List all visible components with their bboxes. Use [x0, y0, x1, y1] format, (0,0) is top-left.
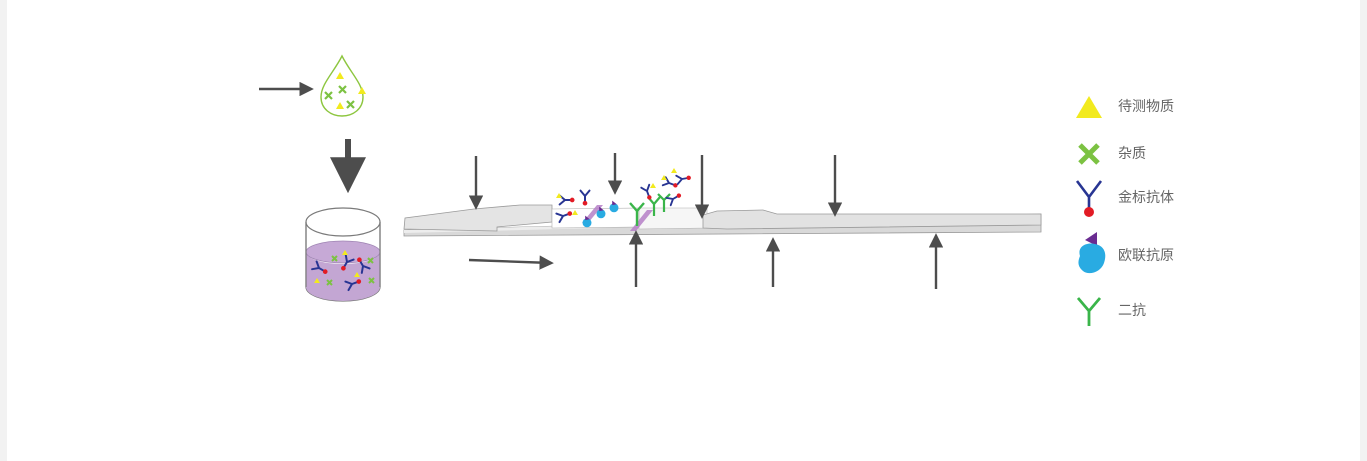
conjugate-particles	[555, 189, 619, 228]
legend-label-gold-antibody: 金标抗体	[1118, 190, 1174, 206]
test-strip	[403, 204, 1042, 237]
capture-antibodies	[629, 168, 693, 226]
yellow-triangle-icon	[1076, 96, 1102, 118]
secondary-antibody-icon	[1076, 297, 1102, 326]
legend-label-conjugate-antigen: 欧联抗原	[1118, 248, 1174, 264]
reaction-cup	[305, 207, 381, 302]
lateral-flow-assay-diagram	[259, 54, 1106, 326]
gold-labeled-antibody-icon	[1075, 180, 1103, 217]
diagram-canvas: 待测物质 杂质 金标抗体 欧联抗原 二抗	[7, 0, 1360, 461]
strip-arrows	[468, 153, 944, 289]
conjugated-antigen-icon	[1078, 232, 1106, 274]
legend	[1075, 96, 1106, 326]
sample-drop	[320, 54, 366, 117]
legend-label-target: 待测物质	[1118, 99, 1174, 115]
green-cross-icon	[1078, 143, 1100, 165]
legend-label-impurity: 杂质	[1118, 146, 1146, 162]
legend-label-secondary-antibody: 二抗	[1118, 303, 1146, 319]
